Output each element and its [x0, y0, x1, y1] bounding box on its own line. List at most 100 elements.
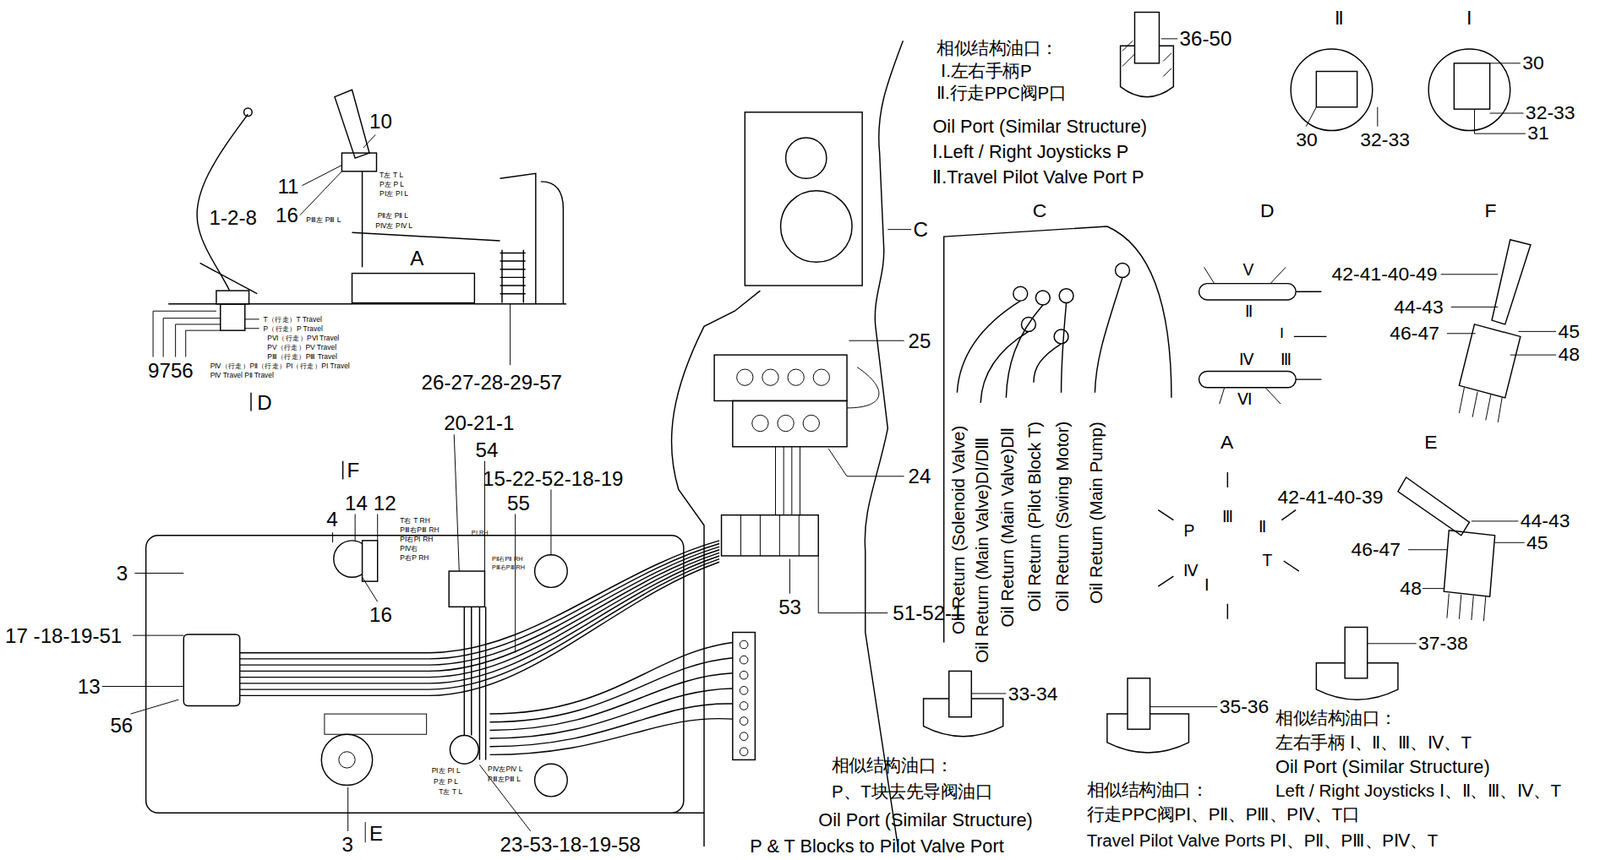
callout-number: 3	[116, 562, 128, 586]
view-letter: Ⅰ	[1279, 324, 1284, 341]
callout-number: 1-2-8	[208, 206, 257, 230]
note-text: 相似结构油口：	[1275, 709, 1398, 730]
callout-number: 55	[507, 491, 530, 516]
section-mark	[342, 461, 344, 481]
left-joystick-ports	[449, 735, 479, 765]
note-text: Ⅱ.行走PPC阀P口	[936, 83, 1066, 104]
leader-line	[818, 556, 888, 614]
note-text: PⅢ右PⅢ RH	[399, 526, 439, 536]
note-text: PⅣ（行走）PⅡ（行走）PⅠ（行走）PⅠ Travel	[210, 362, 350, 372]
travel-pedal	[200, 262, 258, 294]
mount-hole	[535, 764, 568, 798]
pump-flange	[786, 137, 827, 179]
view-letter: C	[1032, 200, 1048, 223]
note-text: 相似结构油口：	[1086, 780, 1209, 802]
mount-hole	[535, 555, 568, 589]
pilot-hose	[775, 447, 801, 516]
leader-line	[509, 304, 511, 366]
leader-line	[887, 229, 912, 230]
joystick-bracket	[324, 714, 427, 735]
travel-lever	[196, 114, 248, 291]
callout-number: 36-50	[1179, 27, 1233, 52]
right-joystick-ports	[362, 540, 378, 582]
view-letter: Ⅱ	[1258, 518, 1267, 537]
note-text: PⅡ左 PⅡ L	[377, 212, 409, 221]
pump-flange	[780, 191, 853, 263]
view-letter: Ⅲ	[1222, 507, 1234, 527]
view-letter: Ⅳ	[1239, 350, 1255, 370]
console-box	[352, 273, 476, 304]
note-text: PⅢ左PⅢ L	[487, 775, 521, 785]
note-text: T左 T L	[379, 171, 404, 181]
cab-panel	[540, 181, 564, 305]
callout-number: 10	[369, 109, 393, 134]
joystick-handle	[1491, 240, 1531, 325]
callout-number: 54	[475, 438, 499, 463]
joystick-handle	[334, 89, 370, 159]
note-text: PⅥ（行走）PⅥ Travel	[267, 334, 339, 344]
note-text: T左 T L	[438, 788, 463, 798]
leader-line	[1161, 38, 1178, 39]
lever-knob	[244, 108, 253, 117]
callout-number: 56	[109, 714, 133, 738]
callout-number: 45	[1558, 320, 1581, 343]
view-letter: T	[1261, 551, 1273, 571]
note-text: PⅠ RH	[471, 529, 489, 537]
note-text: 行走PPC阀PⅠ、PⅡ、PⅢ、PⅣ、T口	[1086, 805, 1360, 826]
view-letter: A	[1220, 431, 1234, 454]
view-letter: Ⅳ	[1183, 562, 1199, 581]
note-text: P（行走）P Travel	[262, 325, 323, 334]
leader-line	[333, 513, 378, 543]
left-joystick	[321, 734, 372, 786]
note-text: PⅣ左 PⅣ L	[375, 222, 413, 231]
leader-line	[152, 311, 221, 357]
callout-number: 33-34	[1008, 683, 1059, 706]
hose-line	[361, 171, 363, 268]
callout-number: 31	[1527, 122, 1550, 145]
callout-number: 4	[326, 507, 338, 532]
terminal-strip	[732, 633, 756, 761]
valve-block	[1453, 63, 1490, 110]
leader-line	[300, 171, 342, 216]
callout-number: 12	[373, 491, 397, 516]
callout-number: 53	[778, 595, 802, 620]
travel-valve	[216, 290, 250, 305]
callout-number: 24	[907, 465, 931, 490]
note-text: P左 P L	[379, 180, 405, 190]
note-text: Oil Return (Pilot Block T)	[1025, 421, 1046, 612]
note-text: PⅣ左PⅣ L	[487, 764, 523, 774]
note-text: P、T块去先导阀油口	[831, 782, 993, 803]
callout-number: 3	[341, 833, 353, 858]
leader-line	[848, 340, 904, 342]
pilot-hose	[846, 367, 880, 409]
bellows	[500, 250, 526, 304]
callout-number: 9756	[147, 359, 194, 383]
note-text: P左 P L	[433, 778, 459, 787]
callout-number: 16	[369, 604, 393, 628]
view-letter: A	[409, 246, 424, 271]
note-text: T右 T RH	[399, 517, 431, 526]
note-text: P右P RH	[399, 554, 429, 563]
callout-number: 46-47	[1350, 538, 1401, 561]
callout-number: 42-41-40-49	[1331, 262, 1437, 285]
view-letter: D	[1260, 200, 1275, 223]
view-letter: F	[346, 458, 360, 483]
travel-valve	[220, 304, 246, 331]
leader-line	[789, 559, 791, 595]
note-text: Travel Pilot Valve Ports PⅠ、PⅡ、PⅢ、PⅣ、T	[1086, 831, 1439, 852]
callout-number: 30	[1295, 128, 1318, 151]
joystick-body	[341, 152, 377, 172]
note-text: PⅠ右PⅠ RH	[399, 535, 433, 545]
view-letter: F	[1485, 200, 1497, 223]
view-letter: Ⅱ	[1334, 8, 1344, 30]
callout-number: 20-21-1	[443, 412, 514, 437]
view-letter: V	[1242, 261, 1254, 280]
note-text: Oil Return (Swing Motor)	[1053, 421, 1074, 613]
console-rod	[352, 232, 501, 241]
view-letter: D	[256, 392, 272, 416]
note-text: Oil Return (Main Valve)DⅠ/DⅢ	[972, 436, 994, 664]
note-text: T（行走）T Travel	[262, 316, 322, 325]
view-letter: C	[913, 218, 929, 242]
callout-number: 23-53-18-19-58	[500, 833, 641, 858]
